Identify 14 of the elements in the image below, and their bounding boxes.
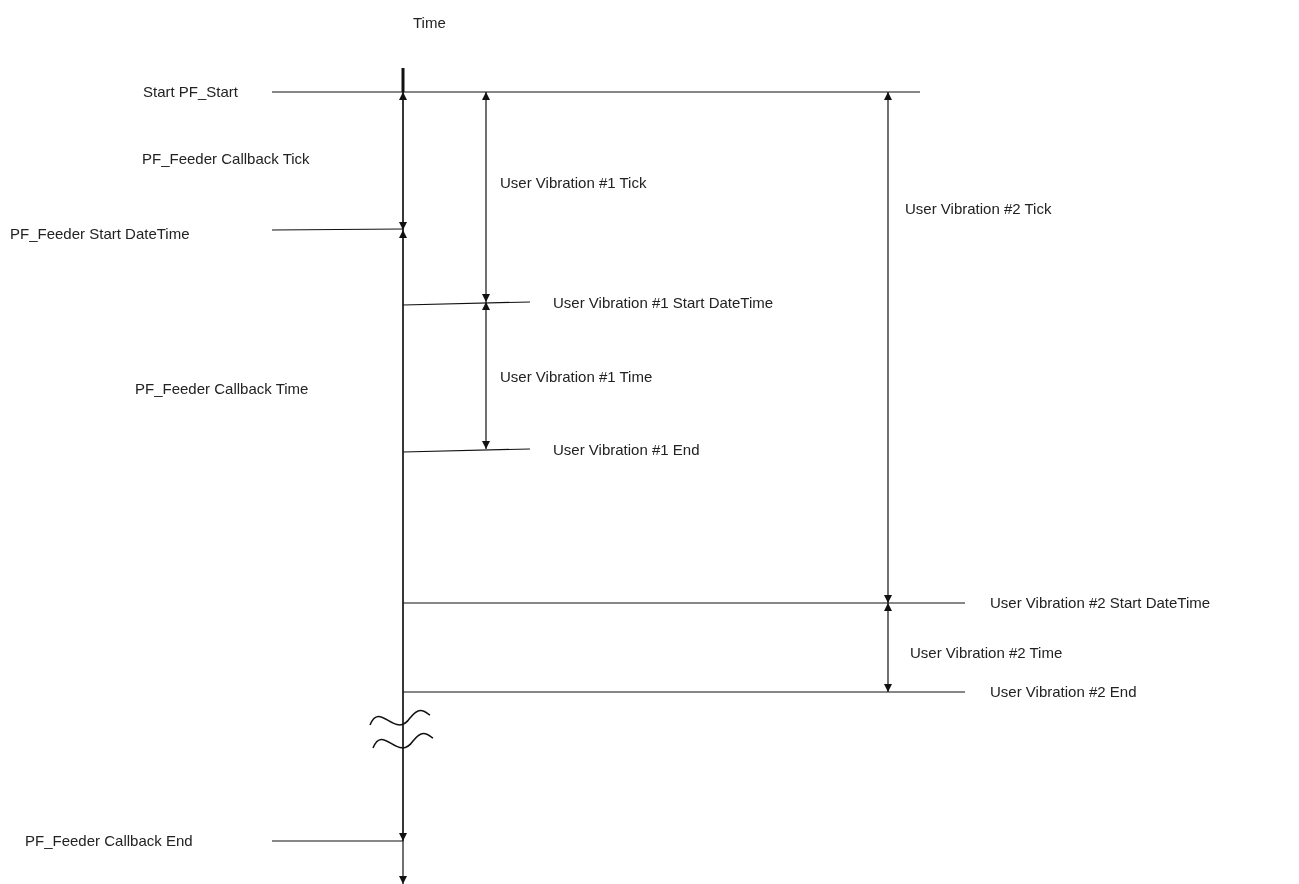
interval-label: User Vibration #2 Time (910, 644, 1063, 662)
event-label: User Vibration #1 End (553, 441, 700, 459)
event-label: User Vibration #1 Start DateTime (553, 294, 774, 312)
interval-label: User Vibration #1 Tick (500, 174, 647, 192)
event-label: PF_Feeder Start DateTime (10, 225, 190, 243)
event-label: User Vibration #2 Start DateTime (990, 594, 1211, 612)
event-label: PF_Feeder Callback End (25, 832, 193, 850)
event-label: Start PF_Start (143, 83, 239, 101)
interval-label: User Vibration #1 Time (500, 368, 653, 386)
interval-label: PF_Feeder Callback Time (135, 380, 309, 398)
event-label: User Vibration #2 End (990, 683, 1137, 701)
interval-label: PF_Feeder Callback Tick (142, 150, 310, 168)
axis-label: Time (413, 14, 446, 32)
interval-label: User Vibration #2 Tick (905, 200, 1052, 218)
